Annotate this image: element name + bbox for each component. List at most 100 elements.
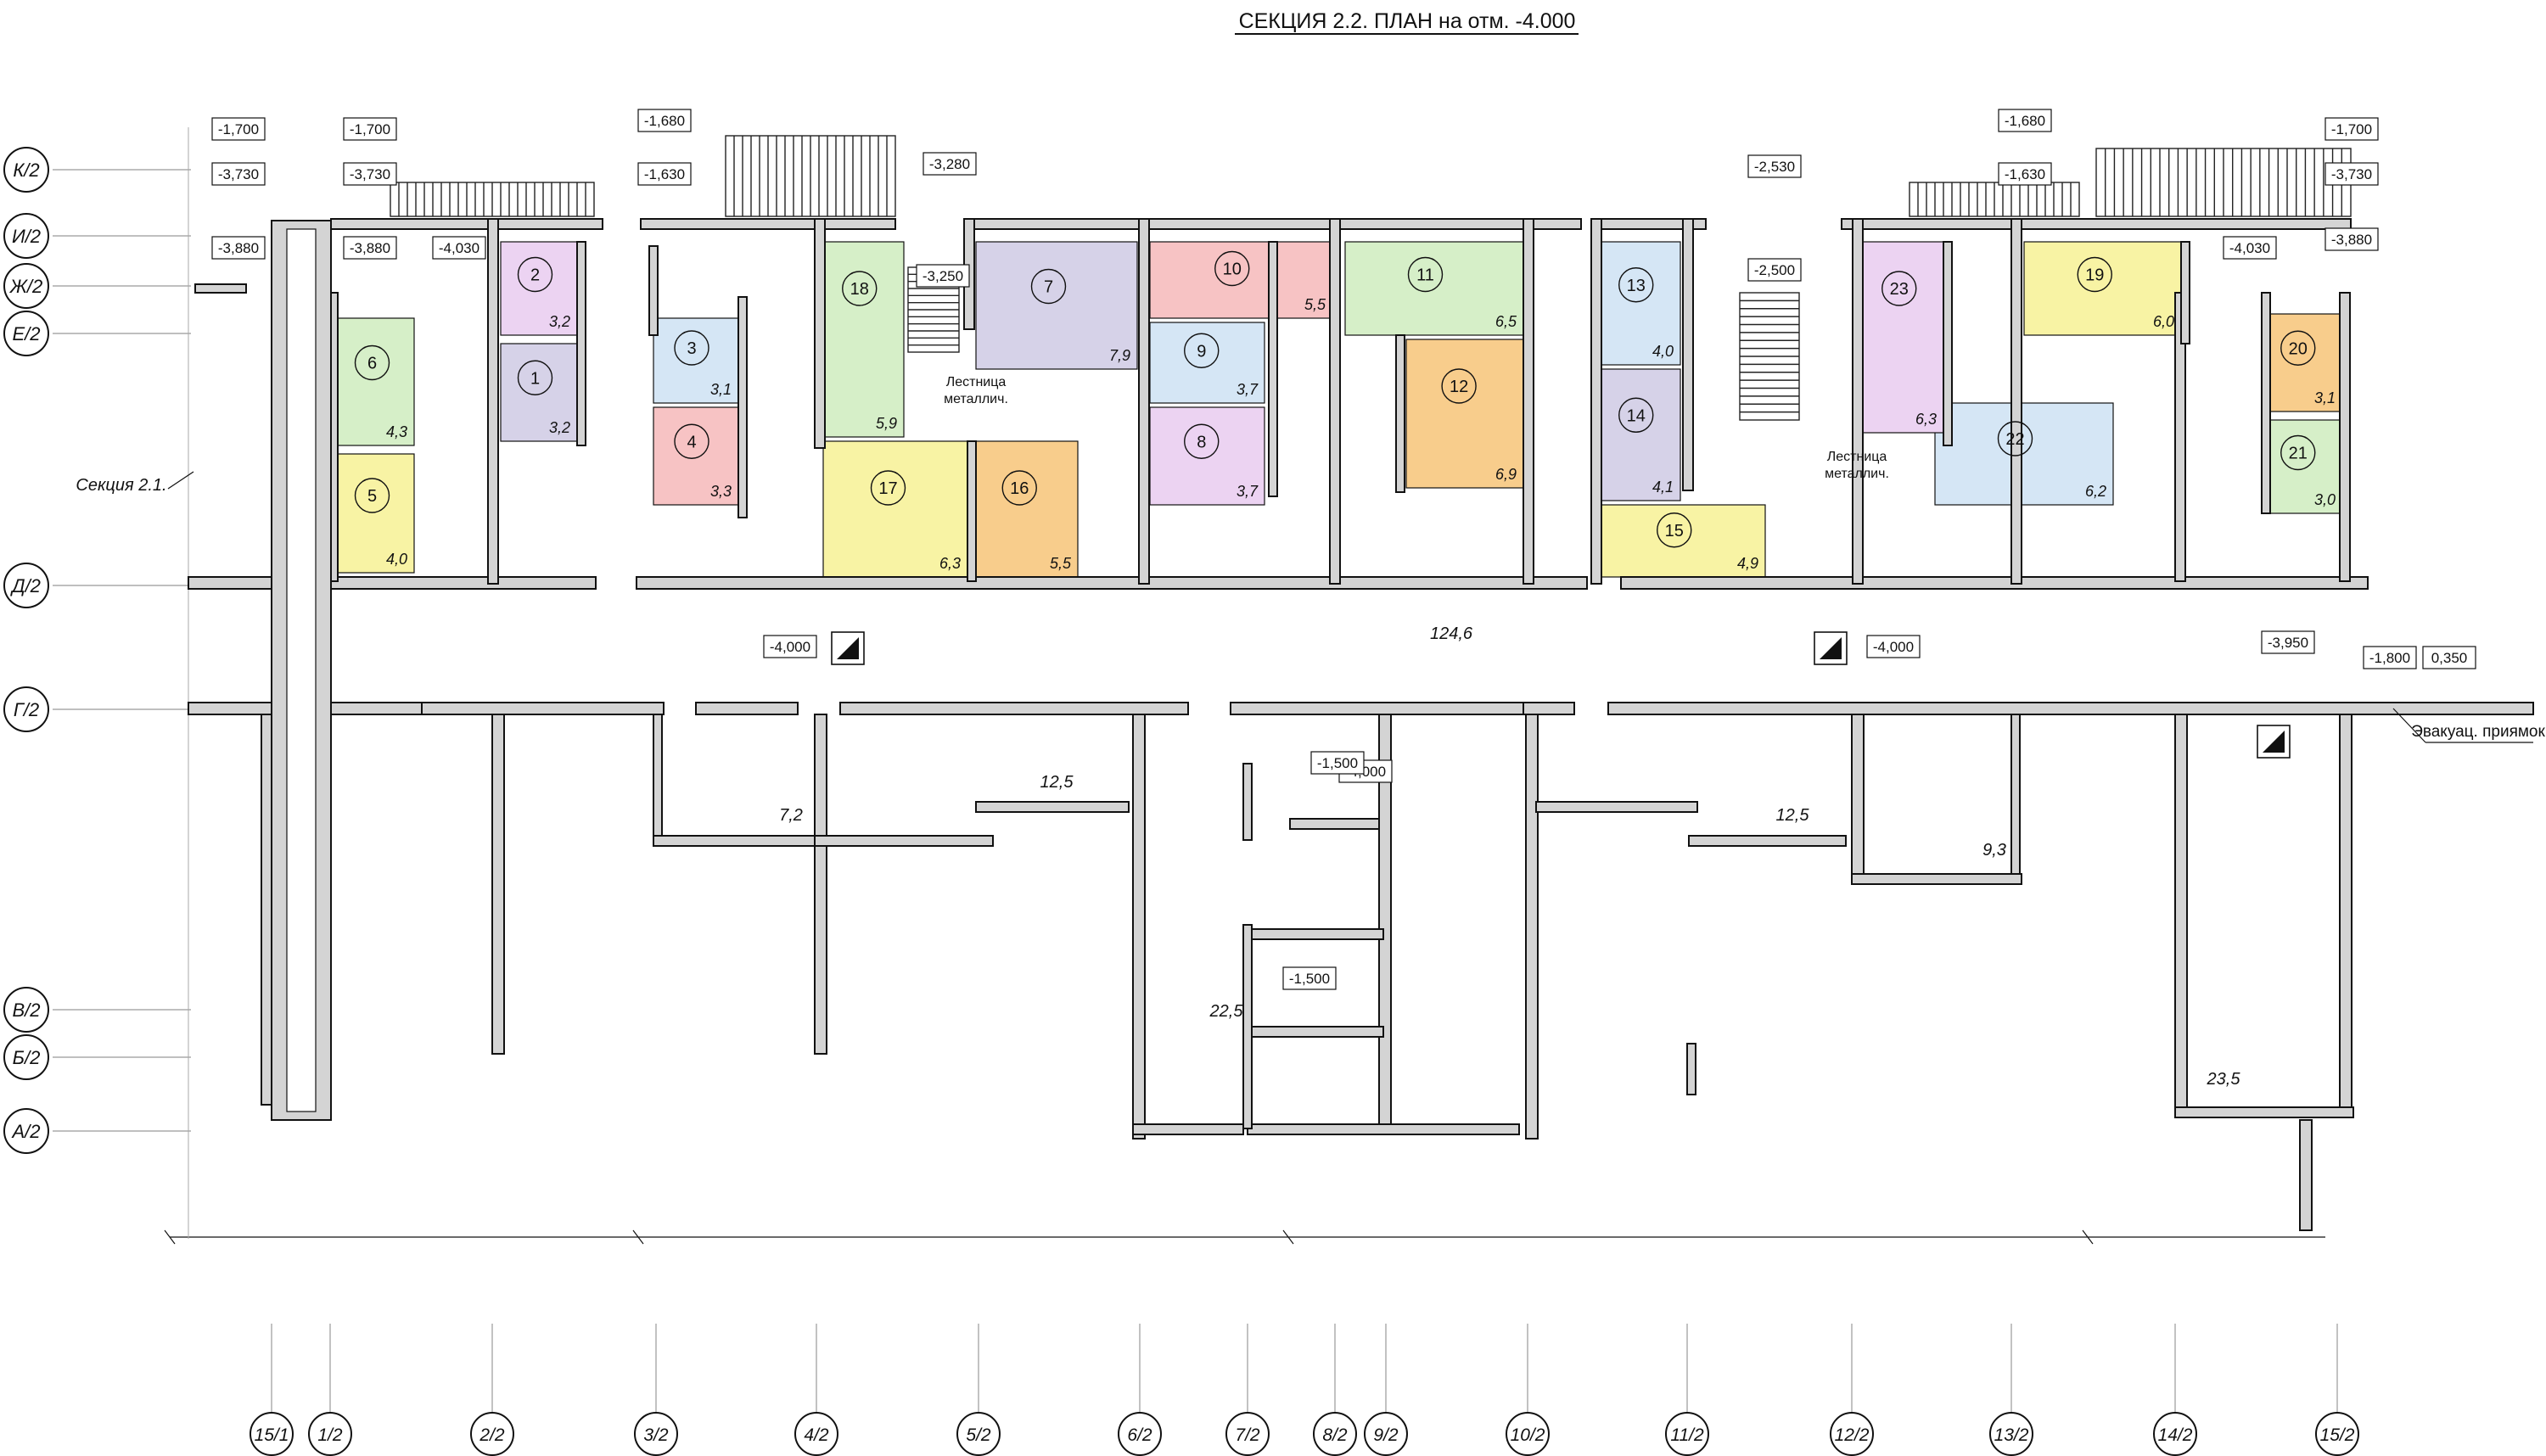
room-number-bubble	[1618, 397, 1654, 433]
axis-row-label: А/2	[10, 1121, 40, 1142]
room-number: 5	[367, 487, 377, 506]
axis-bubble-col	[470, 1412, 514, 1456]
shaft	[286, 228, 317, 1112]
level-box	[2422, 646, 2476, 669]
level-box	[211, 162, 266, 186]
room-area: 5,5	[1304, 296, 1326, 313]
level-box	[637, 162, 692, 186]
room-area: 3,1	[710, 381, 732, 398]
room-21-fill	[2261, 419, 2343, 514]
level-value: -3,730	[350, 166, 390, 182]
room-14-fill	[1599, 368, 1681, 501]
room-number-bubble	[2280, 434, 2316, 471]
room-number-bubble	[1618, 267, 1654, 303]
wall-segment	[2010, 714, 2021, 885]
room-number: 18	[850, 280, 869, 299]
axis-bubble-col	[2153, 1412, 2197, 1456]
wall-segment	[1247, 1026, 1384, 1038]
level-value: -2,500	[1754, 262, 1795, 278]
wall-segment	[188, 576, 597, 590]
wall-segment	[969, 218, 1582, 230]
wall-segment	[1523, 702, 1575, 715]
room-19-fill	[2023, 241, 2182, 336]
stair-label-right-1: Лестница	[1827, 450, 1887, 464]
level-value: -4,030	[2229, 240, 2270, 256]
wall-segment	[1686, 1043, 1696, 1095]
room-area: 6,3	[1915, 411, 1937, 428]
axis-bubble-col	[1989, 1412, 2033, 1456]
level-value: -3,730	[218, 166, 259, 182]
lower-room-area: 22,5	[1209, 1002, 1244, 1021]
room-number: 10	[1223, 260, 1242, 279]
room-number: 2	[530, 266, 540, 285]
axis-bubble-row	[3, 263, 49, 309]
axis-col-label: 11/2	[1670, 1425, 1704, 1445]
axis-bubble-row	[3, 311, 49, 356]
room-fills	[337, 241, 2343, 578]
room-number: 3	[687, 339, 696, 358]
axis-col-label: 1/2	[317, 1425, 343, 1445]
room-number: 11	[1416, 266, 1434, 285]
level-value: -3,730	[2331, 166, 2372, 182]
wall-segment	[576, 241, 586, 446]
level-box	[343, 162, 397, 186]
wall-segment	[2010, 218, 2022, 585]
wall-segment	[2299, 1119, 2313, 1231]
level-box	[1866, 635, 1921, 658]
axis-bubble-col	[2315, 1412, 2359, 1456]
wall-segment	[1329, 218, 1341, 585]
room-area: 6,5	[1495, 313, 1517, 330]
axis-col-label: 15/1	[255, 1425, 289, 1445]
axis-row-label: Б/2	[13, 1047, 41, 1068]
room-area: 4,0	[386, 551, 407, 568]
level-value: -4,000	[770, 639, 810, 655]
wall-segment	[2339, 292, 2351, 582]
axis-row-label: Ж/2	[9, 276, 43, 297]
wall-segment	[967, 440, 977, 582]
level-marker-triangle	[837, 637, 859, 659]
room-area: 5,9	[876, 415, 897, 432]
wall-segment	[1242, 763, 1253, 841]
axis-bubble-col	[1313, 1412, 1357, 1456]
level-value: -1,680	[644, 113, 685, 129]
room-number: 6	[367, 355, 377, 373]
room-number: 17	[878, 479, 897, 498]
wall-segment	[1247, 928, 1384, 940]
room-12-fill	[1405, 339, 1524, 489]
wall-segment	[1851, 873, 2022, 885]
axis-row-label: Г/2	[14, 699, 39, 720]
room-number-bubble	[1184, 333, 1220, 368]
level-value: -1,500	[1317, 755, 1358, 771]
room-5-fill	[337, 453, 415, 574]
section-ref-label: Секция 2.1.	[76, 476, 166, 495]
wall-segment	[1242, 924, 1253, 1129]
room-area: 7,9	[1109, 347, 1130, 364]
room-number-bubble	[1184, 423, 1220, 459]
room-number: 19	[2085, 266, 2104, 285]
wall-segment	[1688, 835, 1847, 847]
axis-col-label: 3/2	[643, 1425, 669, 1445]
wall-segment	[1132, 714, 1146, 1140]
wall-segment	[1247, 1123, 1520, 1135]
axis-bubble-row	[3, 563, 49, 608]
level-box	[1747, 154, 1802, 178]
room-18-fill	[822, 241, 905, 438]
level-box	[1998, 109, 2052, 132]
axis-bubble-col	[1665, 1412, 1709, 1456]
wall-segment	[1851, 714, 1865, 885]
level-box	[763, 635, 817, 658]
room-area: 3,7	[1237, 381, 1259, 398]
wall-segment	[737, 296, 748, 518]
wall-segment	[653, 835, 824, 847]
axis-row-label: И/2	[12, 226, 41, 247]
level-box	[1282, 966, 1337, 990]
axis-col-label: 2/2	[479, 1425, 505, 1445]
room-17-fill	[822, 440, 968, 578]
wall-segment	[814, 218, 826, 449]
room-number: 20	[2289, 339, 2308, 358]
room-number-bubble	[1030, 268, 1067, 305]
axis-bubble-row	[3, 1108, 49, 1154]
wall-segment	[1682, 218, 1694, 491]
wall-segment	[1268, 241, 1278, 497]
